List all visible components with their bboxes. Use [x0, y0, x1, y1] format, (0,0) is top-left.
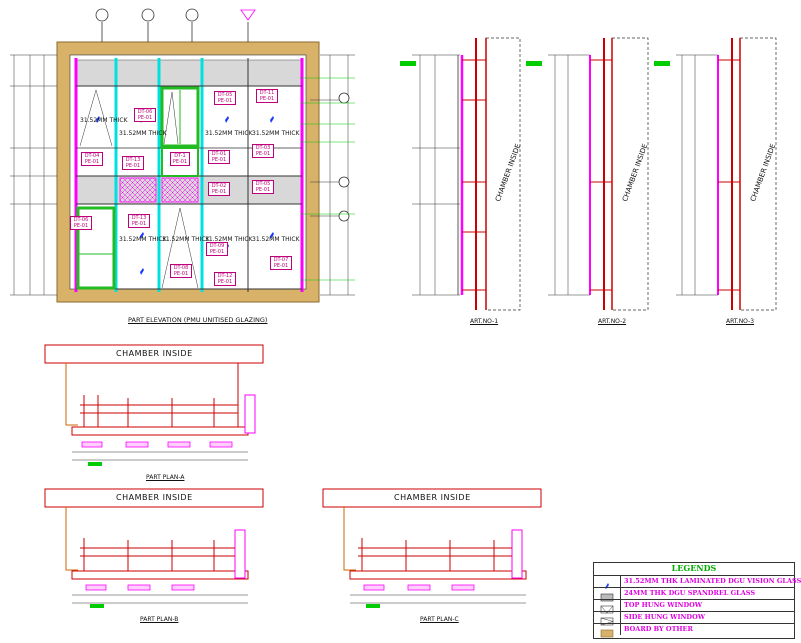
- glass-label: 31.52MM THICK: [119, 130, 167, 137]
- leader-lines: [300, 77, 355, 281]
- glass-label: 31.52MM THICK: [252, 236, 300, 243]
- side-hung-window-symbol-icon: [594, 612, 621, 626]
- plan-c: [322, 488, 542, 608]
- plan-caption: PART PLAN-A: [146, 474, 185, 481]
- legend-item-label: SIDE HUNG WINDOW: [624, 613, 706, 621]
- spandrel-top: [75, 59, 303, 87]
- plan-b: [44, 488, 264, 608]
- top-hung-window-1: [79, 89, 113, 147]
- legend-item-label: 31.52MM THK LAMINATED DGU VISION GLASS: [624, 577, 801, 585]
- right-dimensions: [310, 54, 355, 296]
- glass-label: 31.52MM THICK: [162, 236, 210, 243]
- legend-row: SIDE HUNG WINDOW: [594, 611, 794, 626]
- vision-glass-symbol-icon: [594, 576, 621, 589]
- left-dimensions: [10, 54, 57, 296]
- legend-item-label: 24MM THK DGU SPANDREL GLASS: [624, 589, 756, 597]
- elevation-caption: PART ELEVATION (PMU UNITISED GLAZING): [128, 316, 268, 324]
- legend-row: BOARD BY OTHER: [594, 623, 794, 638]
- legend-title: LEGENDS: [671, 563, 717, 573]
- glass-label: 31.52MM THICK: [205, 236, 253, 243]
- window-frame-small: [161, 147, 199, 177]
- legend-item-label: BOARD BY OTHER: [624, 625, 693, 633]
- top-hung-window-symbol-icon: [594, 600, 621, 614]
- plan-caption: PART PLAN-C: [420, 616, 459, 623]
- legend-row: TOP HUNG WINDOW: [594, 599, 794, 614]
- hatched-panel-1: [119, 177, 157, 203]
- plan-chamber-label: CHAMBER INSIDE: [394, 493, 471, 502]
- glass-label: 31.52MM THICK: [205, 130, 253, 137]
- side-hung-window-2: [76, 206, 116, 290]
- grid-bubbles: [95, 8, 256, 42]
- legend-row: 31.52MM THK LAMINATED DGU VISION GLASS: [594, 575, 801, 589]
- spandrel-glass-symbol-icon: [594, 588, 621, 602]
- legend-box: LEGENDS 31.52MM THK LAMINATED DGU VISION…: [593, 562, 801, 639]
- legend-row: 24MM THK DGU SPANDREL GLASS: [594, 587, 794, 602]
- section-caption: ART.NO-2: [598, 318, 627, 325]
- plan-chamber-label: CHAMBER INSIDE: [116, 493, 193, 502]
- plan-chamber-label: CHAMBER INSIDE: [116, 349, 193, 358]
- glass-label: 31.52MM THICK: [80, 117, 128, 124]
- board-symbol-icon: [594, 624, 621, 638]
- legend-item-label: TOP HUNG WINDOW: [624, 601, 703, 609]
- part-elevation: [10, 8, 355, 303]
- section-art-1: [400, 37, 521, 311]
- top-hung-window-2: [161, 207, 199, 289]
- plan-a: [44, 344, 264, 466]
- hatched-panel-2: [161, 177, 199, 203]
- glass-label: 31.52MM THICK: [119, 236, 167, 243]
- section-caption: ART.NO-3: [726, 318, 755, 325]
- glass-label: 31.52MM THICK: [252, 130, 300, 137]
- plan-caption: PART PLAN-B: [140, 616, 179, 623]
- section-art-3: [654, 37, 777, 311]
- window-hinge-mark: [163, 91, 179, 145]
- section-caption: ART.NO-1: [470, 318, 499, 325]
- section-markers: [338, 92, 350, 222]
- section-art-2: [526, 37, 649, 311]
- side-hung-window-1: [160, 86, 200, 148]
